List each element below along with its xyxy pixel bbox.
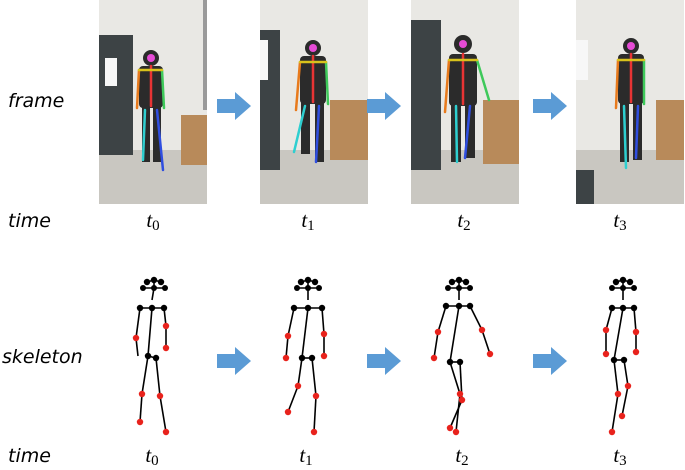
skeleton-t2 — [430, 276, 494, 436]
arrow-right-icon — [217, 92, 251, 120]
frame-row-label: frame — [8, 90, 65, 112]
video-frame-t0 — [99, 0, 207, 204]
time-row-label: time — [8, 210, 51, 232]
arrow-right-icon — [217, 347, 251, 375]
time-step-label: t1 — [301, 208, 315, 234]
time-step-label: t3 — [613, 443, 627, 469]
skeleton-t0 — [132, 276, 170, 436]
time-step-label: t3 — [613, 208, 627, 234]
time-step-label: t1 — [299, 443, 313, 469]
time-step-label: t2 — [455, 443, 469, 469]
video-frame-t1 — [260, 0, 368, 204]
arrow-right-icon — [533, 347, 567, 375]
time-step-label: t0 — [146, 208, 160, 234]
video-frame-t3 — [576, 0, 684, 204]
arrow-right-icon — [367, 347, 401, 375]
time-step-label: t2 — [457, 208, 471, 234]
video-frame-t2 — [411, 0, 519, 204]
arrow-right-icon — [367, 92, 401, 120]
skeleton-row-label: skeleton — [2, 346, 83, 368]
skeleton-t1 — [282, 276, 328, 436]
skeleton-t3 — [602, 276, 640, 436]
time-row-label-bottom: time — [8, 445, 51, 467]
arrow-right-icon — [533, 92, 567, 120]
time-step-label: t0 — [145, 443, 159, 469]
